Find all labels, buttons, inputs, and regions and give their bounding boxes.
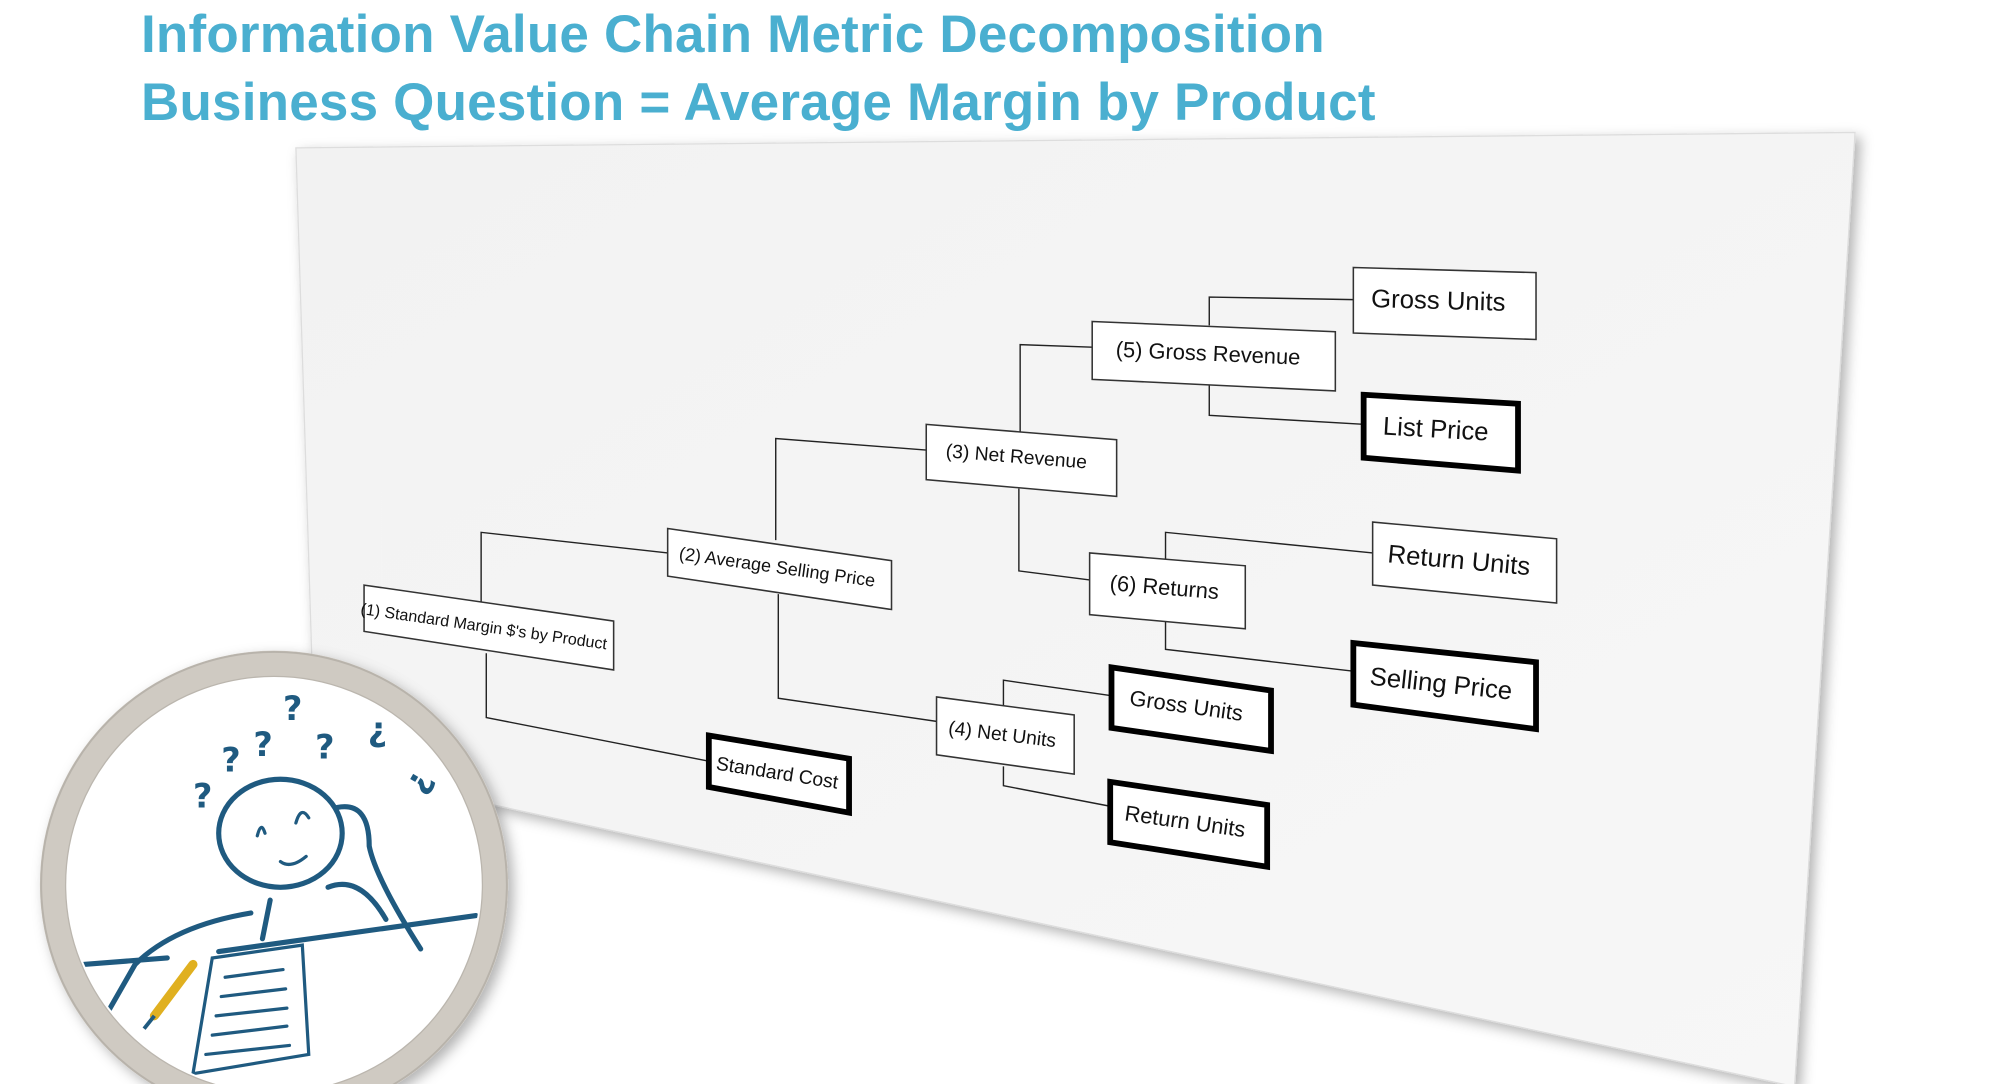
svg-text:?: ?: [221, 741, 240, 780]
confused-thinking-person-icon: ? ? ? ? ? ? ?: [39, 650, 509, 1084]
title-line-2: Business Question = Average Margin by Pr…: [141, 73, 1376, 132]
svg-text:?: ?: [283, 689, 302, 728]
svg-text:?: ?: [253, 725, 272, 764]
node-list-price: List Price: [1360, 391, 1521, 474]
node-gross-units-bottom: Gross Units: [1108, 664, 1274, 755]
node-label: Gross Units: [1371, 285, 1506, 317]
node-6: (6) Returns: [1088, 552, 1247, 630]
node-standard-cost: Standard Cost: [705, 732, 852, 817]
svg-text:?: ?: [315, 728, 334, 767]
title-line-1: Information Value Chain Metric Decomposi…: [141, 5, 1325, 64]
svg-text:?: ?: [368, 715, 387, 754]
svg-text:?: ?: [193, 777, 212, 816]
node-return-units-bottom: Return Units: [1107, 778, 1271, 871]
node-4: (4) Net Units: [935, 696, 1075, 775]
node-label: List Price: [1382, 413, 1489, 447]
node-gross-units-top: Gross Units: [1352, 266, 1537, 341]
node-3: (3) Net Revenue: [925, 423, 1118, 498]
whiteboard-panel: [295, 131, 1856, 1084]
node-return-units-top: Return Units: [1371, 521, 1558, 604]
node-selling-price: Selling Price: [1350, 639, 1539, 733]
connectors: [480, 296, 1373, 807]
node-5: (5) Gross Revenue: [1091, 320, 1337, 392]
